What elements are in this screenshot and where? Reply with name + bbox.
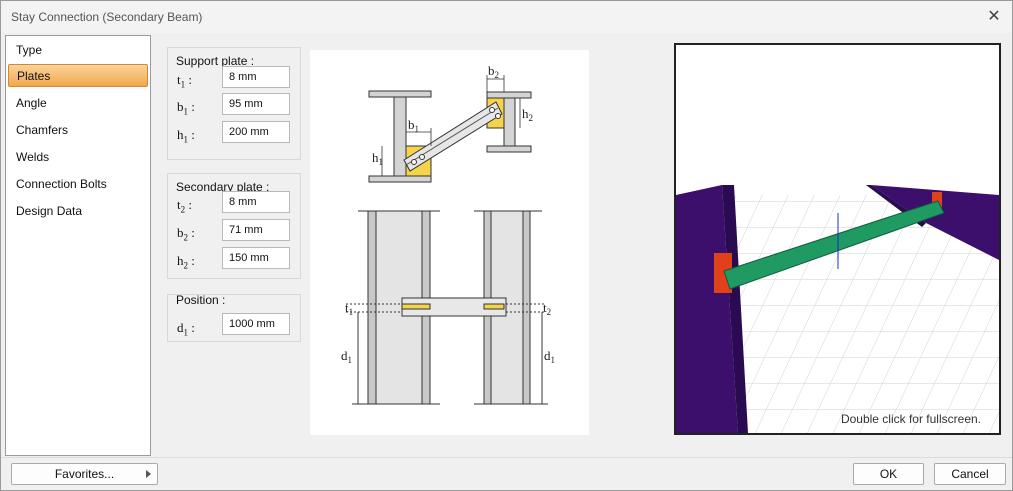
ok-button[interactable]: OK bbox=[853, 463, 924, 485]
b2-input[interactable]: 71 mm bbox=[222, 219, 290, 241]
position-title: Position : bbox=[176, 293, 226, 307]
nav-item-angle[interactable]: Angle bbox=[16, 96, 47, 110]
dim-h2-label: h2 bbox=[522, 106, 533, 123]
d1-input[interactable]: 1000 mm bbox=[222, 313, 290, 335]
support-plate-group: Support plate : t1 : 8 mm b1 : 95 mm h1 … bbox=[167, 47, 301, 160]
t1-label: t1 : bbox=[177, 72, 192, 90]
h2-input[interactable]: 150 mm bbox=[222, 247, 290, 269]
right-beam bbox=[871, 185, 999, 260]
top-view-dimensions bbox=[381, 75, 521, 176]
nav-item-welds[interactable]: Welds bbox=[16, 150, 50, 164]
nav-item-type[interactable]: Type bbox=[16, 43, 43, 57]
cancel-button[interactable]: Cancel bbox=[934, 463, 1006, 485]
connection-diagram: b1 b2 h2 h1 bbox=[310, 50, 589, 435]
b1-input[interactable]: 95 mm bbox=[222, 93, 290, 115]
stay-angle bbox=[723, 200, 945, 290]
h2-label: h2 : bbox=[177, 253, 195, 271]
nav-item-connection-bolts[interactable]: Connection Bolts bbox=[16, 177, 107, 191]
t2-label: t2 : bbox=[177, 197, 192, 215]
nav-item-design-data[interactable]: Design Data bbox=[16, 204, 83, 218]
nav-item-chamfers[interactable]: Chamfers bbox=[16, 123, 69, 137]
t2-input[interactable]: 8 mm bbox=[222, 191, 290, 213]
dim-d1-right-label: d1 bbox=[544, 348, 555, 365]
support-plate-title: Support plate : bbox=[176, 54, 255, 68]
t1-input[interactable]: 8 mm bbox=[222, 66, 290, 88]
b2-label: b2 : bbox=[177, 225, 195, 243]
dim-b2-label: b2 bbox=[488, 63, 499, 80]
category-list: Type Plates Angle Chamfers Welds Connect… bbox=[5, 35, 151, 456]
fullscreen-hint: Double click for fullscreen. bbox=[840, 412, 981, 426]
left-beam bbox=[676, 185, 738, 433]
window-title: Stay Connection (Secondary Beam) bbox=[11, 10, 203, 24]
h1-label: h1 : bbox=[177, 127, 195, 145]
title-bar: Stay Connection (Secondary Beam) ✕ bbox=[1, 1, 1012, 33]
nav-item-plates[interactable]: Plates bbox=[8, 64, 148, 87]
h1-input[interactable]: 200 mm bbox=[222, 121, 290, 143]
position-group: Position : d1 : 1000 mm bbox=[167, 293, 301, 342]
d1-label: d1 : bbox=[177, 320, 195, 338]
close-icon[interactable]: ✕ bbox=[987, 8, 1001, 25]
dim-b1-label: b1 bbox=[408, 117, 419, 134]
dim-t1-label: t1 bbox=[345, 300, 353, 317]
favorites-button[interactable]: Favorites... bbox=[11, 463, 158, 485]
dim-t2-label: t2 bbox=[543, 300, 551, 317]
diagram-svg: b1 b2 h2 h1 bbox=[341, 63, 555, 405]
3d-scene-svg bbox=[676, 185, 999, 433]
secondary-plate-title: Secondary plate : bbox=[176, 180, 270, 194]
dim-d1-left-label: d1 bbox=[341, 348, 352, 365]
3d-preview[interactable]: Double click for fullscreen. bbox=[674, 43, 1001, 435]
chevron-right-icon bbox=[146, 470, 151, 478]
top-view-drawing bbox=[368, 90, 532, 183]
dim-h1-label: h1 bbox=[372, 150, 383, 167]
side-view-drawing bbox=[346, 210, 548, 405]
b1-label: b1 : bbox=[177, 99, 195, 117]
secondary-plate-group: Secondary plate : t2 : 8 mm b2 : 71 mm h… bbox=[167, 173, 301, 279]
